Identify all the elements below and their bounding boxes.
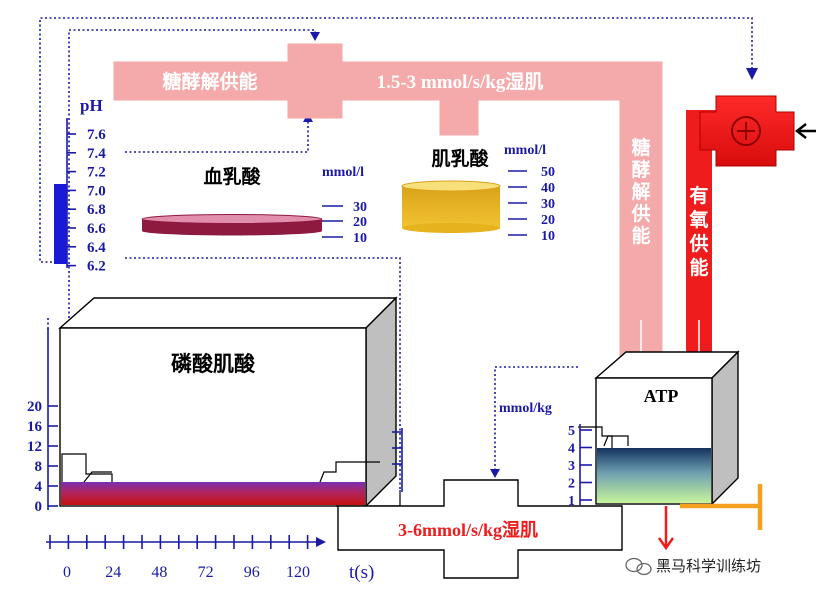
ph-scale: pH 7.6 7.4 7.2 7.0 6.8 6.6 6.4 6.2 (54, 96, 106, 275)
ph-tick-label: 7.6 (87, 127, 106, 143)
atp-outflow-arrow-icon (657, 506, 675, 551)
phosphocreatine-flow-junction (336, 479, 623, 579)
ph-level-bar (54, 184, 67, 264)
blood-lactate-tick-label: 20 (353, 215, 367, 230)
muscle-lactate-tick-label: 50 (541, 165, 555, 180)
aerobic-vertical-label: 有氧供能 (688, 184, 708, 279)
phosphocreatine-rate-label: 3-6mmol/s/kg湿肌 (398, 520, 538, 540)
ph-tick-label: 7.4 (87, 146, 106, 162)
atp-tick-label: 3 (568, 459, 575, 474)
ph-tick-label: 6.2 (87, 259, 106, 275)
atp-tick-label: 4 (568, 442, 575, 457)
pump-input-arrow-icon (794, 123, 816, 139)
atp-tick-label: 2 (568, 477, 575, 492)
phosphocreatine-right-scale (392, 428, 403, 492)
arrowhead-junction-down (490, 469, 500, 478)
phosphocreatine-level-bar (61, 482, 365, 505)
muscle-lactate-tick-label: 20 (541, 213, 555, 228)
ph-tick-label: 7.0 (87, 183, 106, 199)
atp-level-liquid (597, 448, 711, 503)
pcr-tick-label: 20 (27, 399, 42, 415)
watermark: 黑马科学训练坊 (625, 557, 761, 576)
dotted-line-lactate-to-pcr (125, 257, 401, 490)
blood-lactate-unit: mmol/l (322, 165, 364, 180)
ph-tick-label: 6.4 (87, 240, 106, 256)
time-axis-tick-label: 48 (151, 564, 167, 581)
dotted-line-atp-to-junction (494, 366, 578, 470)
glycolysis-pipe (113, 43, 663, 373)
atp-unit: mmol/kg (499, 401, 552, 416)
pcr-tick-label: 4 (35, 479, 43, 495)
time-axis-tick-label: 24 (105, 564, 121, 581)
dotted-line-lactate-to-pipe (125, 120, 309, 153)
ph-tick-label: 6.6 (87, 221, 106, 237)
muscle-lactate-unit: mmol/l (504, 143, 546, 158)
atp-label: ATP (644, 386, 679, 406)
wechat-icon (625, 557, 652, 576)
atp-box (578, 350, 740, 506)
time-axis: 0 24 48 72 96 120 t(s) (46, 535, 374, 583)
phosphocreatine-label: 磷酸肌酸 (171, 352, 256, 376)
time-axis-tick-label: 120 (286, 564, 310, 581)
dotted-line-top-to-pipe (68, 29, 316, 318)
pcr-tick-label: 8 (35, 459, 43, 475)
glycolysis-rate-label: 1.5-3 mmol/s/kg湿肌 (377, 71, 544, 93)
atp-scale: 5 4 3 2 1 (568, 424, 592, 509)
glycolysis-vertical-label: 糖酵解供能 (630, 136, 650, 247)
muscle-lactate-tick-label: 40 (541, 181, 555, 196)
time-axis-label: t(s) (349, 562, 374, 583)
blood-lactate-label: 血乳酸 (203, 165, 261, 188)
ph-tick-label: 7.2 (87, 165, 106, 181)
aerobic-pipe (686, 110, 760, 372)
atp-tick-label: 1 (568, 494, 575, 509)
time-axis-tick-label: 0 (63, 564, 71, 581)
pcr-tick-label: 16 (27, 419, 43, 435)
time-axis-tick-label: 72 (198, 564, 214, 581)
time-axis-arrow-icon (316, 537, 326, 547)
blood-lactate-tick-label: 10 (353, 231, 367, 246)
orange-lever (680, 484, 763, 530)
blood-lactate-tick-label: 30 (353, 200, 367, 215)
time-axis-tick-label: 96 (244, 564, 260, 581)
muscle-lactate-label: 肌乳酸 (431, 147, 489, 170)
oxygen-pump-icon (699, 95, 795, 167)
blood-lactate-disc (141, 214, 323, 236)
muscle-lactate-cylinder (401, 180, 501, 233)
phosphocreatine-scale: 20 16 12 8 4 0 (27, 328, 58, 515)
watermark-text: 黑马科学训练坊 (656, 557, 761, 575)
atp-tick-label: 5 (568, 424, 575, 439)
pcr-tick-label: 0 (35, 499, 43, 515)
arrowhead-pump (746, 68, 758, 80)
phosphocreatine-box (58, 296, 401, 508)
ph-scale-title: pH (80, 96, 103, 115)
muscle-lactate-tick-label: 30 (541, 197, 555, 212)
pcr-tick-label: 12 (27, 439, 42, 455)
arrowhead-top-junction (310, 32, 320, 41)
glycolysis-pipe-label: 糖酵解供能 (162, 70, 257, 93)
muscle-lactate-tick-label: 10 (541, 229, 555, 244)
ph-tick-label: 6.8 (87, 202, 106, 218)
